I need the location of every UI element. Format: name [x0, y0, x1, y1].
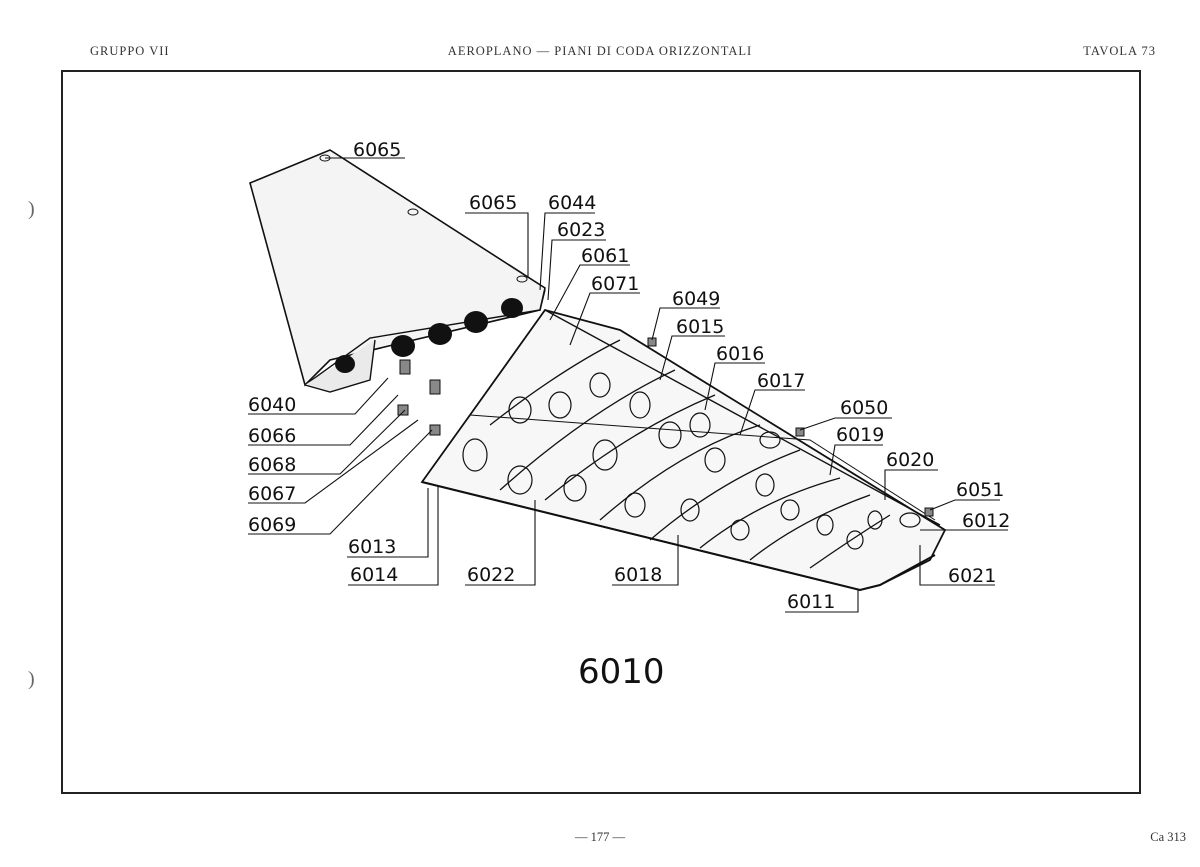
callout-6067: 6067 [248, 483, 296, 505]
callout-labels: 6065 6065 6044 6023 6061 6071 6049 6015 … [248, 139, 1010, 692]
callout-6051: 6051 [956, 479, 1004, 501]
callout-6020: 6020 [886, 449, 934, 471]
callout-6017: 6017 [757, 370, 805, 392]
leader-lines [248, 157, 1008, 613]
callout-6019: 6019 [836, 424, 884, 446]
callout-6012: 6012 [962, 510, 1010, 532]
plate-number: TAVOLA 73 [1083, 44, 1156, 58]
callout-6011: 6011 [787, 591, 835, 613]
elevator-surface [249, 149, 546, 393]
page-number: — 177 — [575, 830, 625, 844]
callout-6021: 6021 [948, 565, 996, 587]
callout-6065-top: 6065 [353, 139, 401, 161]
callout-6049: 6049 [672, 288, 720, 310]
document-code: Ca 313 [1150, 830, 1186, 844]
callout-6016: 6016 [716, 343, 764, 365]
callout-6014: 6014 [350, 564, 398, 586]
drawing-frame [61, 70, 1141, 794]
page-title: AEROPLANO — PIANI DI CODA ORIZZONTALI [447, 44, 753, 58]
callout-6013: 6013 [348, 536, 396, 558]
callout-6018: 6018 [614, 564, 662, 586]
group-label: GRUPPO VII [90, 44, 170, 58]
assembly-number: 6010 [578, 652, 665, 692]
punch-hole-mark-top: ) [28, 198, 35, 220]
callout-6068: 6068 [248, 454, 296, 476]
callout-6061: 6061 [581, 245, 629, 267]
callout-6065: 6065 [469, 192, 517, 214]
callout-6023: 6023 [557, 219, 605, 241]
callout-6040: 6040 [248, 394, 296, 416]
callout-6069: 6069 [248, 514, 296, 536]
stabilizer-structure [397, 308, 947, 592]
callout-6071: 6071 [591, 273, 639, 295]
punch-hole-mark-bottom: ) [28, 668, 35, 690]
callout-6044: 6044 [548, 192, 596, 214]
callout-6066: 6066 [248, 425, 296, 447]
callout-6050: 6050 [840, 397, 888, 419]
callout-6022: 6022 [467, 564, 515, 586]
callout-6015: 6015 [676, 316, 724, 338]
